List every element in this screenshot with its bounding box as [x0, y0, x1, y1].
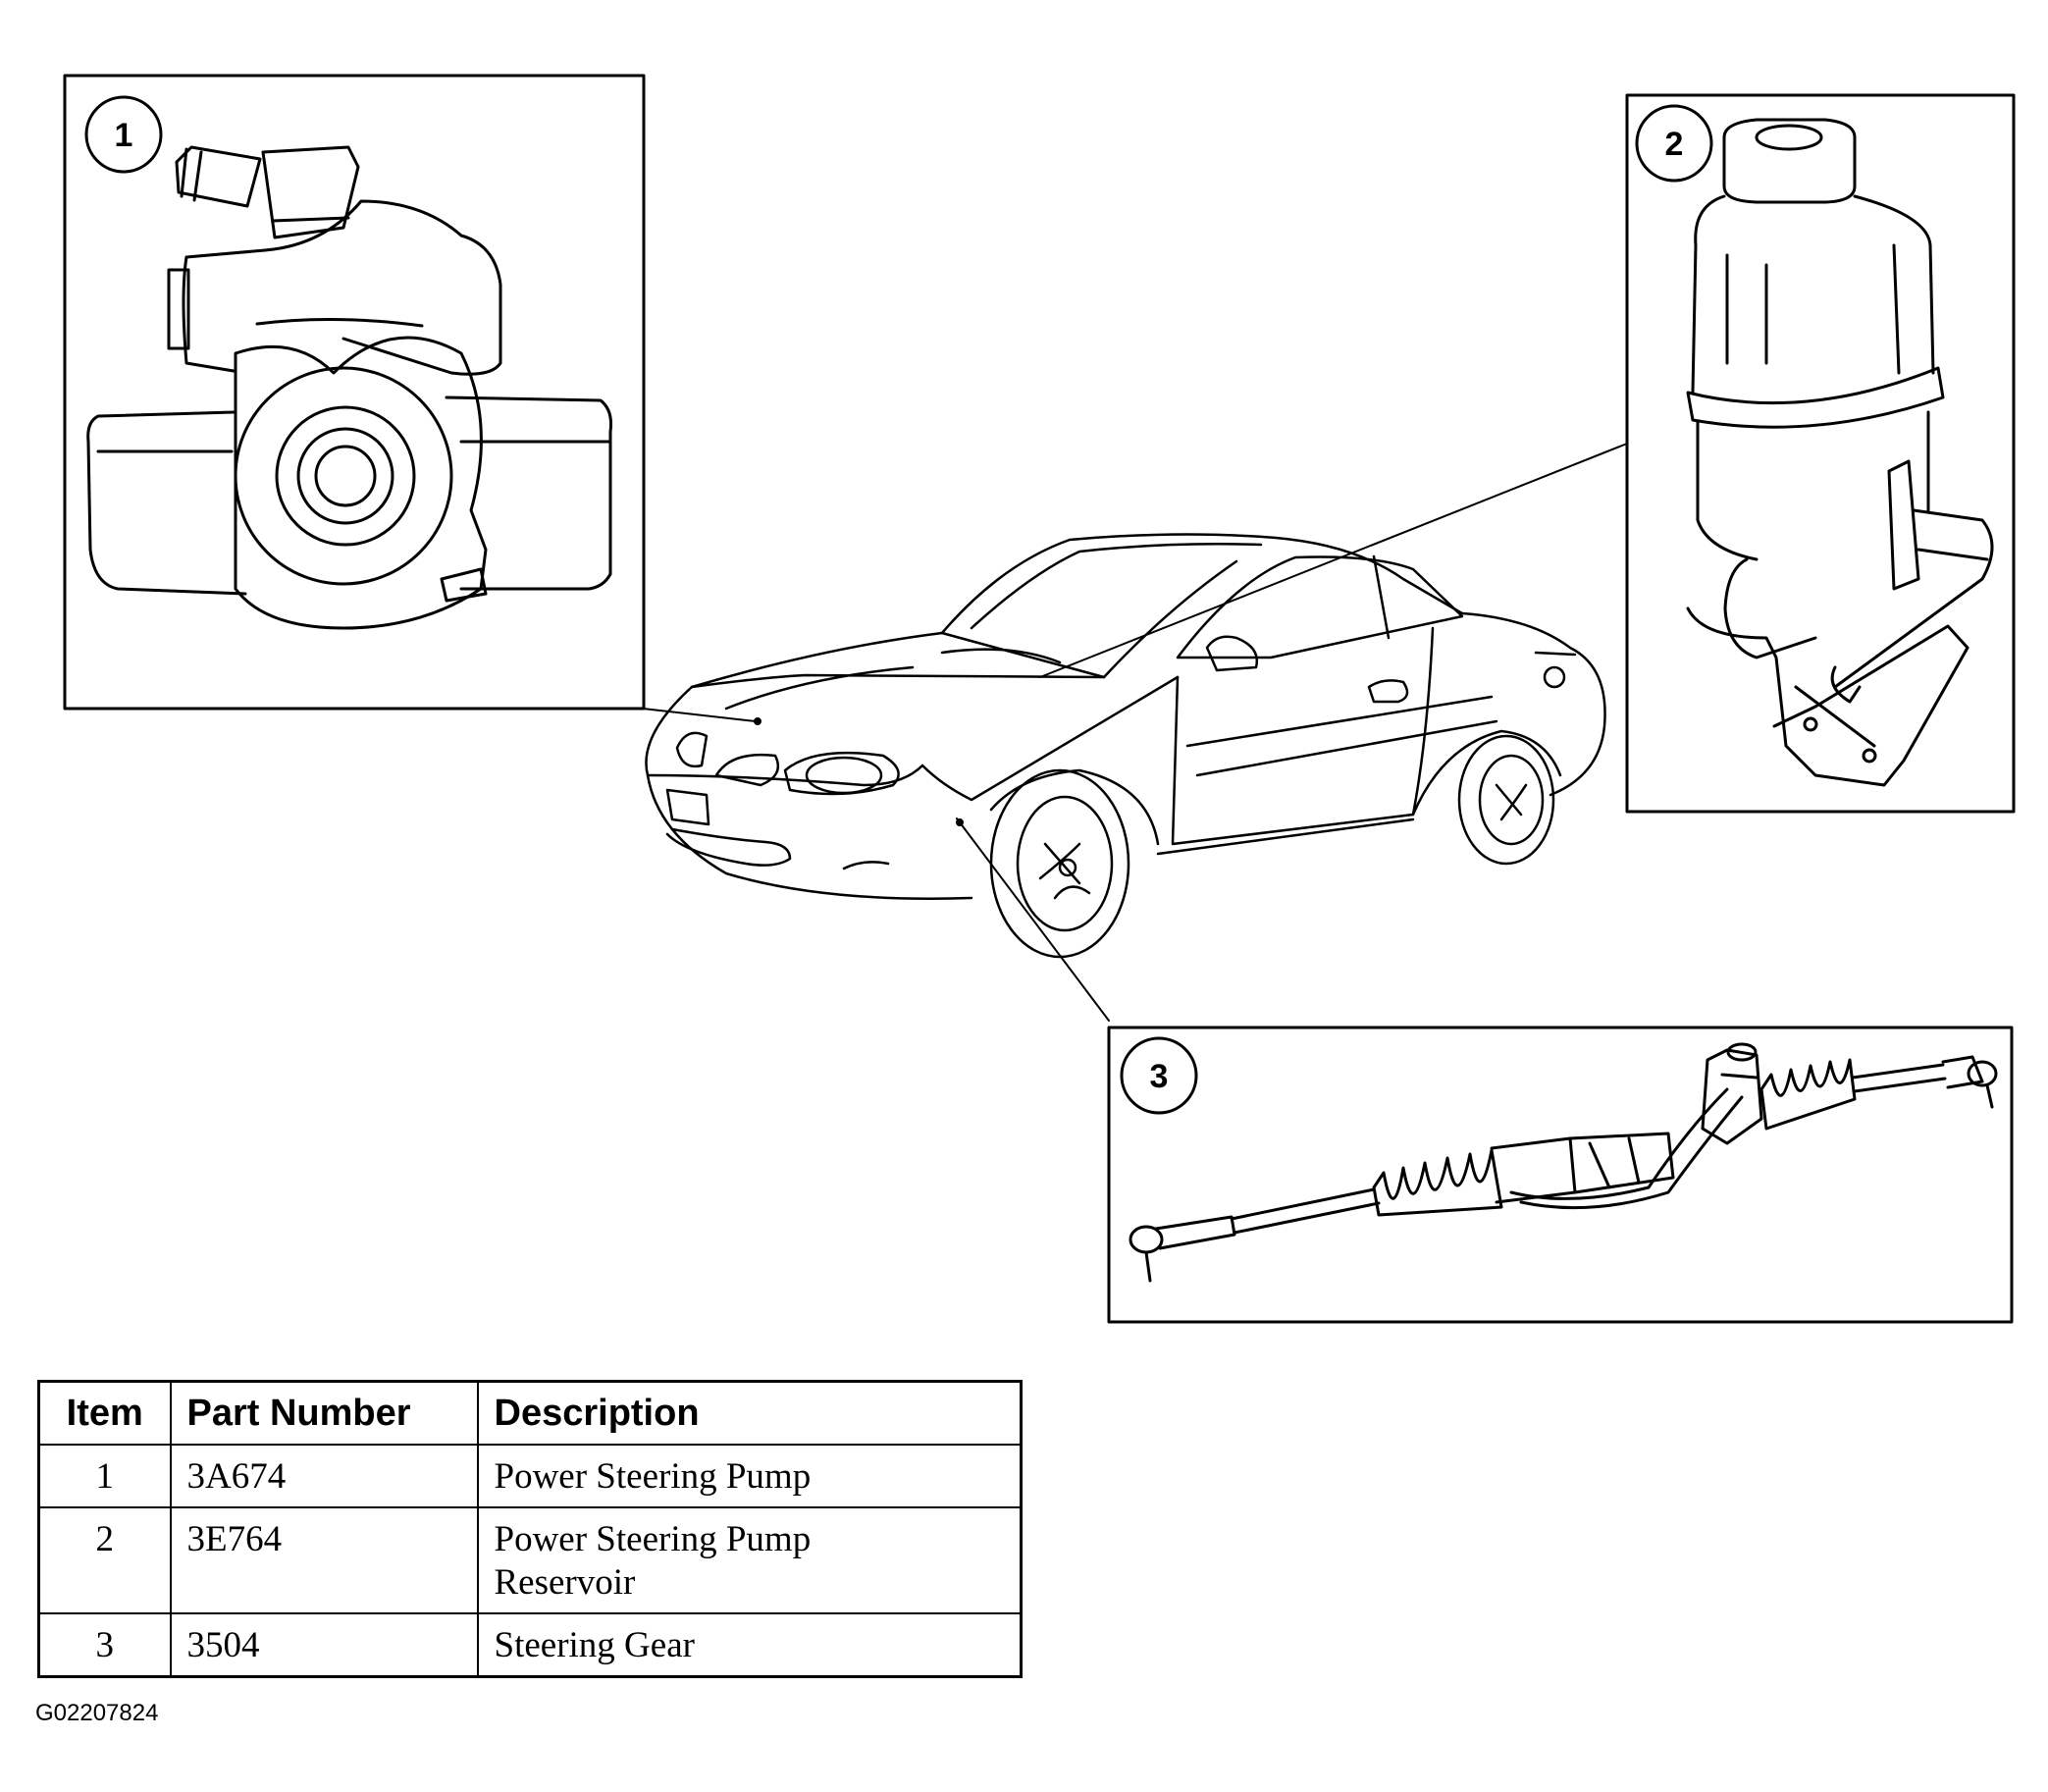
callout-3-circle — [1120, 1036, 1198, 1115]
cell-description: Power Steering Pump Reservoir — [476, 1506, 1023, 1614]
panel-pump: 1 — [63, 74, 646, 711]
cell-description: Power Steering Pump — [476, 1444, 1023, 1508]
leader-lines — [642, 443, 1628, 1022]
pump-icon — [86, 145, 612, 630]
parts-table: Item Part Number Description 1 3A674 Pow… — [37, 1380, 1023, 1678]
steering-gear-icon — [1129, 1042, 1998, 1283]
panel-reservoir: 2 — [1625, 93, 2016, 814]
callout-2-label: 2 — [1665, 126, 1684, 163]
table-row: 1 3A674 Power Steering Pump — [37, 1444, 1023, 1508]
cell-description: Steering Gear — [476, 1612, 1023, 1678]
figure-id: G02207824 — [35, 1700, 159, 1726]
cell-part-number: 3E764 — [169, 1506, 479, 1614]
cell-item: 3 — [37, 1612, 172, 1678]
table-row: 3 3504 Steering Gear — [37, 1612, 1023, 1678]
callout-1-label: 1 — [115, 117, 133, 154]
callout-2-circle — [1635, 104, 1713, 183]
cell-item: 2 — [37, 1506, 172, 1614]
cell-part-number: 3504 — [169, 1612, 479, 1678]
cell-part-number: 3A674 — [169, 1444, 479, 1508]
reservoir-icon — [1686, 118, 1994, 787]
cell-item: 1 — [37, 1444, 172, 1508]
callout-3-label: 3 — [1150, 1058, 1169, 1095]
car-icon — [645, 533, 1606, 959]
header-item: Item — [37, 1380, 172, 1446]
table-header-row: Item Part Number Description — [37, 1380, 1023, 1446]
header-description: Description — [476, 1380, 1023, 1446]
table-row: 2 3E764 Power Steering Pump Reservoir — [37, 1506, 1023, 1614]
panel-steering-gear: 3 — [1107, 1026, 2014, 1324]
callout-1-circle — [84, 95, 163, 174]
header-part-number: Part Number — [169, 1380, 479, 1446]
